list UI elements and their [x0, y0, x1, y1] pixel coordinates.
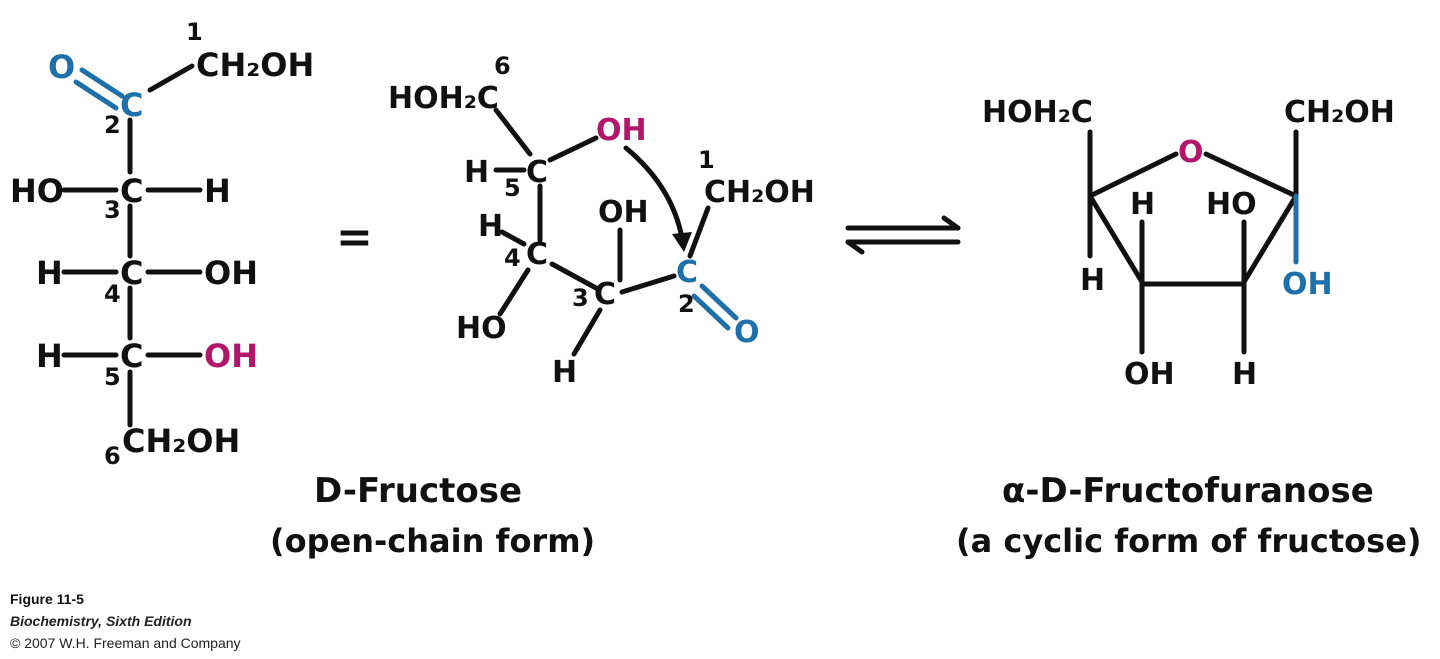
- c4-c3-bond: [549, 261, 599, 291]
- ring-c1-group: CH₂OH: [1284, 95, 1395, 130]
- bent-carbonyl-double-b: [691, 293, 731, 331]
- c1-group: CH₂OH: [196, 46, 314, 84]
- c3-atom: C: [120, 172, 143, 210]
- bent-c6-group: HOH₂C: [388, 81, 499, 116]
- c5-left-group: H: [36, 337, 63, 375]
- ring-oxygen: O: [1178, 135, 1204, 170]
- open-chain-subtitle: (open-chain form): [270, 522, 595, 560]
- carbonyl-oxygen: O: [48, 48, 75, 86]
- ring-anomeric-hydroxyl: OH: [1282, 267, 1333, 302]
- ring-title: α-D-Fructofuranose: [1002, 471, 1374, 511]
- ring-h-lower-left: H: [1080, 263, 1105, 298]
- bent-carbonyl-oxygen: O: [734, 315, 760, 350]
- ring-h-upper-left: H: [1130, 187, 1155, 222]
- c5-number: 5: [104, 363, 121, 391]
- bent-carbonyl-double-a: [699, 283, 739, 321]
- c2-atom: C: [120, 86, 143, 124]
- carbonyl-double-bond-a: [79, 67, 125, 99]
- c4-h-bond: [499, 229, 527, 247]
- c2-c1-bond: [147, 63, 195, 93]
- bent-c4-number: 4: [504, 244, 521, 272]
- ring-o-c2-bond: [1203, 151, 1299, 199]
- bent-c3-h: H: [552, 355, 577, 390]
- bent-chain-structure: 6 HOH₂C OH H C 5 H C 4 HO C 3 OH H C 2 O…: [388, 52, 815, 390]
- c2-c1-bond-bent: [687, 205, 711, 259]
- bent-c4-hydroxyl: HO: [456, 311, 507, 346]
- bent-c6-number: 6: [494, 52, 511, 80]
- bent-c3-hydroxyl: OH: [598, 195, 649, 230]
- book-title: Biochemistry, Sixth Edition: [10, 613, 192, 629]
- c3-h-bond: [571, 307, 603, 357]
- bent-o5-hydroxyl: OH: [596, 113, 647, 148]
- bent-c2-atom: C: [676, 255, 698, 290]
- bent-c5-number: 5: [504, 174, 521, 202]
- c3-right-group: H: [204, 172, 231, 210]
- bent-c3-number: 3: [572, 284, 589, 312]
- ring-ho-upper: HO: [1206, 187, 1257, 222]
- bent-c3-atom: C: [594, 277, 616, 312]
- bent-c5-h: H: [464, 155, 489, 190]
- ring-c6-group: HOH₂C: [982, 95, 1093, 130]
- ring-h-bottom: H: [1232, 357, 1257, 392]
- c3-c2-bond: [619, 273, 677, 295]
- c4-ho-bond: [497, 267, 531, 317]
- c5-o5-bond: [547, 135, 599, 163]
- open-chain-title: D-Fructose: [314, 471, 522, 511]
- c1-number: 1: [186, 18, 203, 46]
- furanose-ring-structure: HOH₂C O CH₂OH H HO H OH OH H: [982, 95, 1395, 392]
- equals-sign: =: [336, 212, 373, 263]
- c6-c5-bond: [493, 107, 533, 157]
- bent-c5-atom: C: [526, 155, 548, 190]
- open-chain-structure: 1 CH₂OH O C 2 HO C H 3 H C OH 4 H C OH 5…: [10, 18, 314, 470]
- ring-c5-o-bond: [1087, 151, 1179, 199]
- c5-hydroxyl: OH: [204, 337, 258, 375]
- ring-c5-c4-bond: [1087, 193, 1145, 285]
- c3-number: 3: [104, 196, 121, 224]
- c4-atom: C: [120, 254, 143, 292]
- nucleophilic-attack-arrow: [623, 145, 685, 241]
- attack-arrowhead: [672, 232, 692, 252]
- c4-number: 4: [104, 280, 121, 308]
- bent-c4-h: H: [478, 209, 503, 244]
- ring-c3-c2-bond: [1241, 193, 1299, 285]
- c6-group: CH₂OH: [122, 422, 240, 460]
- ring-oh-bottom: OH: [1124, 357, 1175, 392]
- ring-subtitle: (a cyclic form of fructose): [956, 522, 1422, 560]
- c3-left-group: HO: [10, 172, 64, 210]
- copyright-line: © 2007 W.H. Freeman and Company: [10, 635, 241, 651]
- c6-number: 6: [104, 442, 121, 470]
- bent-c4-atom: C: [526, 237, 548, 272]
- bent-c1-number: 1: [698, 146, 715, 174]
- c5-atom: C: [120, 337, 143, 375]
- carbonyl-double-bond-b: [73, 79, 119, 111]
- bent-c2-number: 2: [678, 290, 695, 318]
- c4-right-group: OH: [204, 254, 258, 292]
- equilibrium-arrows: [845, 215, 961, 255]
- bent-c1-group: CH₂OH: [704, 175, 815, 210]
- figure-number: Figure 11-5: [10, 591, 84, 607]
- c2-number: 2: [104, 111, 121, 139]
- c4-left-group: H: [36, 254, 63, 292]
